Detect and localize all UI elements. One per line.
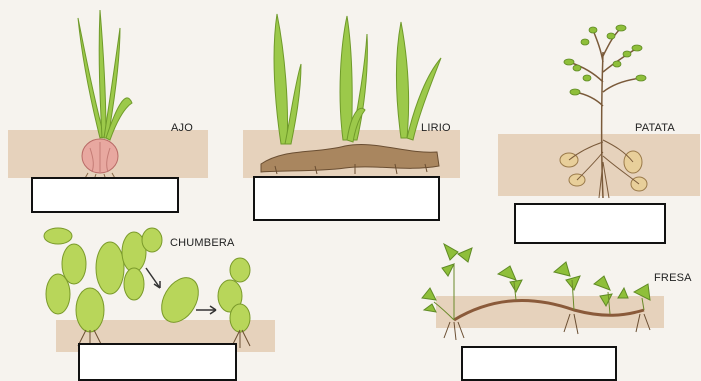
lirio-label: LIRIO <box>421 122 451 134</box>
iris-plant-illustration <box>255 14 455 174</box>
potato-plant-illustration <box>555 22 655 202</box>
prickly-pear-illustration <box>34 222 274 352</box>
patata-answer-box[interactable] <box>514 203 666 244</box>
ajo-answer-box[interactable] <box>31 177 179 213</box>
lirio-answer-box[interactable] <box>253 176 440 221</box>
fresa-answer-box[interactable] <box>461 346 617 381</box>
fresa-label: FRESA <box>654 272 692 284</box>
patata-label: PATATA <box>635 122 675 134</box>
chumbera-label: CHUMBERA <box>170 237 235 249</box>
ajo-label: AJO <box>171 122 193 134</box>
chumbera-answer-box[interactable] <box>78 343 237 381</box>
strawberry-plant-illustration <box>414 240 664 352</box>
garlic-plant-illustration <box>60 8 150 178</box>
